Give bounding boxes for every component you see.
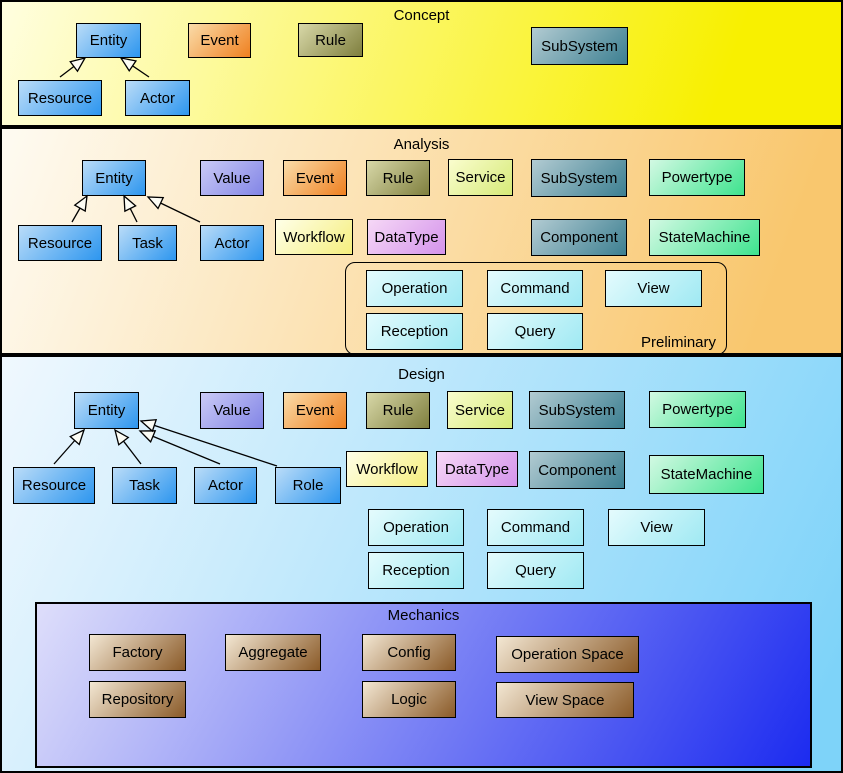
analysis-node-component[interactable]: Component bbox=[531, 219, 627, 256]
mechanics-node-operation-space[interactable]: Operation Space bbox=[496, 636, 639, 673]
design-node-subsystem[interactable]: SubSystem bbox=[529, 391, 625, 429]
design-node-role[interactable]: Role bbox=[275, 467, 341, 504]
design-node-service[interactable]: Service bbox=[447, 391, 513, 429]
design-node-task[interactable]: Task bbox=[112, 467, 177, 504]
concept-node-event[interactable]: Event bbox=[188, 23, 251, 58]
analysis-node-view[interactable]: View bbox=[605, 270, 702, 307]
mechanics-group-title: Mechanics bbox=[387, 607, 460, 624]
design-node-powertype[interactable]: Powertype bbox=[649, 391, 746, 428]
mechanics-node-factory[interactable]: Factory bbox=[89, 634, 186, 671]
mechanics-node-logic[interactable]: Logic bbox=[362, 681, 456, 718]
design-node-operation[interactable]: Operation bbox=[368, 509, 464, 546]
design-node-command[interactable]: Command bbox=[487, 509, 584, 546]
design-band: Design Entity Value Event Rule Service S… bbox=[0, 355, 843, 773]
design-node-event[interactable]: Event bbox=[283, 392, 347, 429]
concept-node-actor[interactable]: Actor bbox=[125, 80, 190, 116]
analysis-node-event[interactable]: Event bbox=[283, 160, 347, 196]
design-node-rule[interactable]: Rule bbox=[366, 392, 430, 429]
analysis-node-rule[interactable]: Rule bbox=[366, 160, 430, 196]
analysis-node-statemachine[interactable]: StateMachine bbox=[649, 219, 760, 256]
mechanics-node-config[interactable]: Config bbox=[362, 634, 456, 671]
design-node-component[interactable]: Component bbox=[529, 451, 625, 489]
concept-band-title: Concept bbox=[393, 7, 450, 24]
design-node-statemachine[interactable]: StateMachine bbox=[649, 455, 764, 494]
concept-band: Concept Entity Event Rule SubSystem Reso… bbox=[0, 0, 843, 127]
mechanics-node-repository[interactable]: Repository bbox=[89, 681, 186, 718]
analysis-node-operation[interactable]: Operation bbox=[366, 270, 463, 307]
analysis-node-query[interactable]: Query bbox=[487, 313, 583, 350]
mechanics-group[interactable]: Mechanics Factory Aggregate Config Opera… bbox=[35, 602, 812, 768]
design-node-actor[interactable]: Actor bbox=[194, 467, 257, 504]
analysis-node-powertype[interactable]: Powertype bbox=[649, 159, 745, 196]
concept-node-entity[interactable]: Entity bbox=[76, 23, 141, 58]
design-band-title: Design bbox=[398, 366, 445, 383]
design-node-view[interactable]: View bbox=[608, 509, 705, 546]
analysis-node-subsystem[interactable]: SubSystem bbox=[531, 159, 627, 197]
design-node-datatype[interactable]: DataType bbox=[436, 451, 518, 487]
analysis-node-resource[interactable]: Resource bbox=[18, 225, 102, 261]
design-node-query[interactable]: Query bbox=[487, 552, 584, 589]
design-node-reception[interactable]: Reception bbox=[368, 552, 464, 589]
concept-node-resource[interactable]: Resource bbox=[18, 80, 102, 116]
preliminary-group-label: Preliminary bbox=[640, 334, 716, 351]
analysis-node-reception[interactable]: Reception bbox=[366, 313, 463, 350]
analysis-band-title: Analysis bbox=[393, 136, 450, 153]
analysis-node-workflow[interactable]: Workflow bbox=[275, 219, 353, 255]
design-node-value[interactable]: Value bbox=[200, 392, 264, 429]
analysis-node-actor[interactable]: Actor bbox=[200, 225, 264, 261]
concept-node-subsystem[interactable]: SubSystem bbox=[531, 27, 628, 65]
analysis-node-service[interactable]: Service bbox=[448, 159, 513, 196]
analysis-band: Analysis Entity Value Event Rule Service… bbox=[0, 127, 843, 355]
concept-node-rule[interactable]: Rule bbox=[298, 23, 363, 57]
analysis-node-value[interactable]: Value bbox=[200, 160, 264, 196]
analysis-node-datatype[interactable]: DataType bbox=[367, 219, 446, 255]
analysis-node-command[interactable]: Command bbox=[487, 270, 583, 307]
mechanics-node-view-space[interactable]: View Space bbox=[496, 682, 634, 718]
design-node-workflow[interactable]: Workflow bbox=[346, 451, 428, 487]
design-node-entity[interactable]: Entity bbox=[74, 392, 139, 429]
preliminary-group[interactable]: Operation Command View Reception Query P… bbox=[345, 262, 727, 355]
mechanics-node-aggregate[interactable]: Aggregate bbox=[225, 634, 321, 671]
design-node-resource[interactable]: Resource bbox=[13, 467, 95, 504]
analysis-node-task[interactable]: Task bbox=[118, 225, 177, 261]
analysis-node-entity[interactable]: Entity bbox=[82, 160, 146, 196]
